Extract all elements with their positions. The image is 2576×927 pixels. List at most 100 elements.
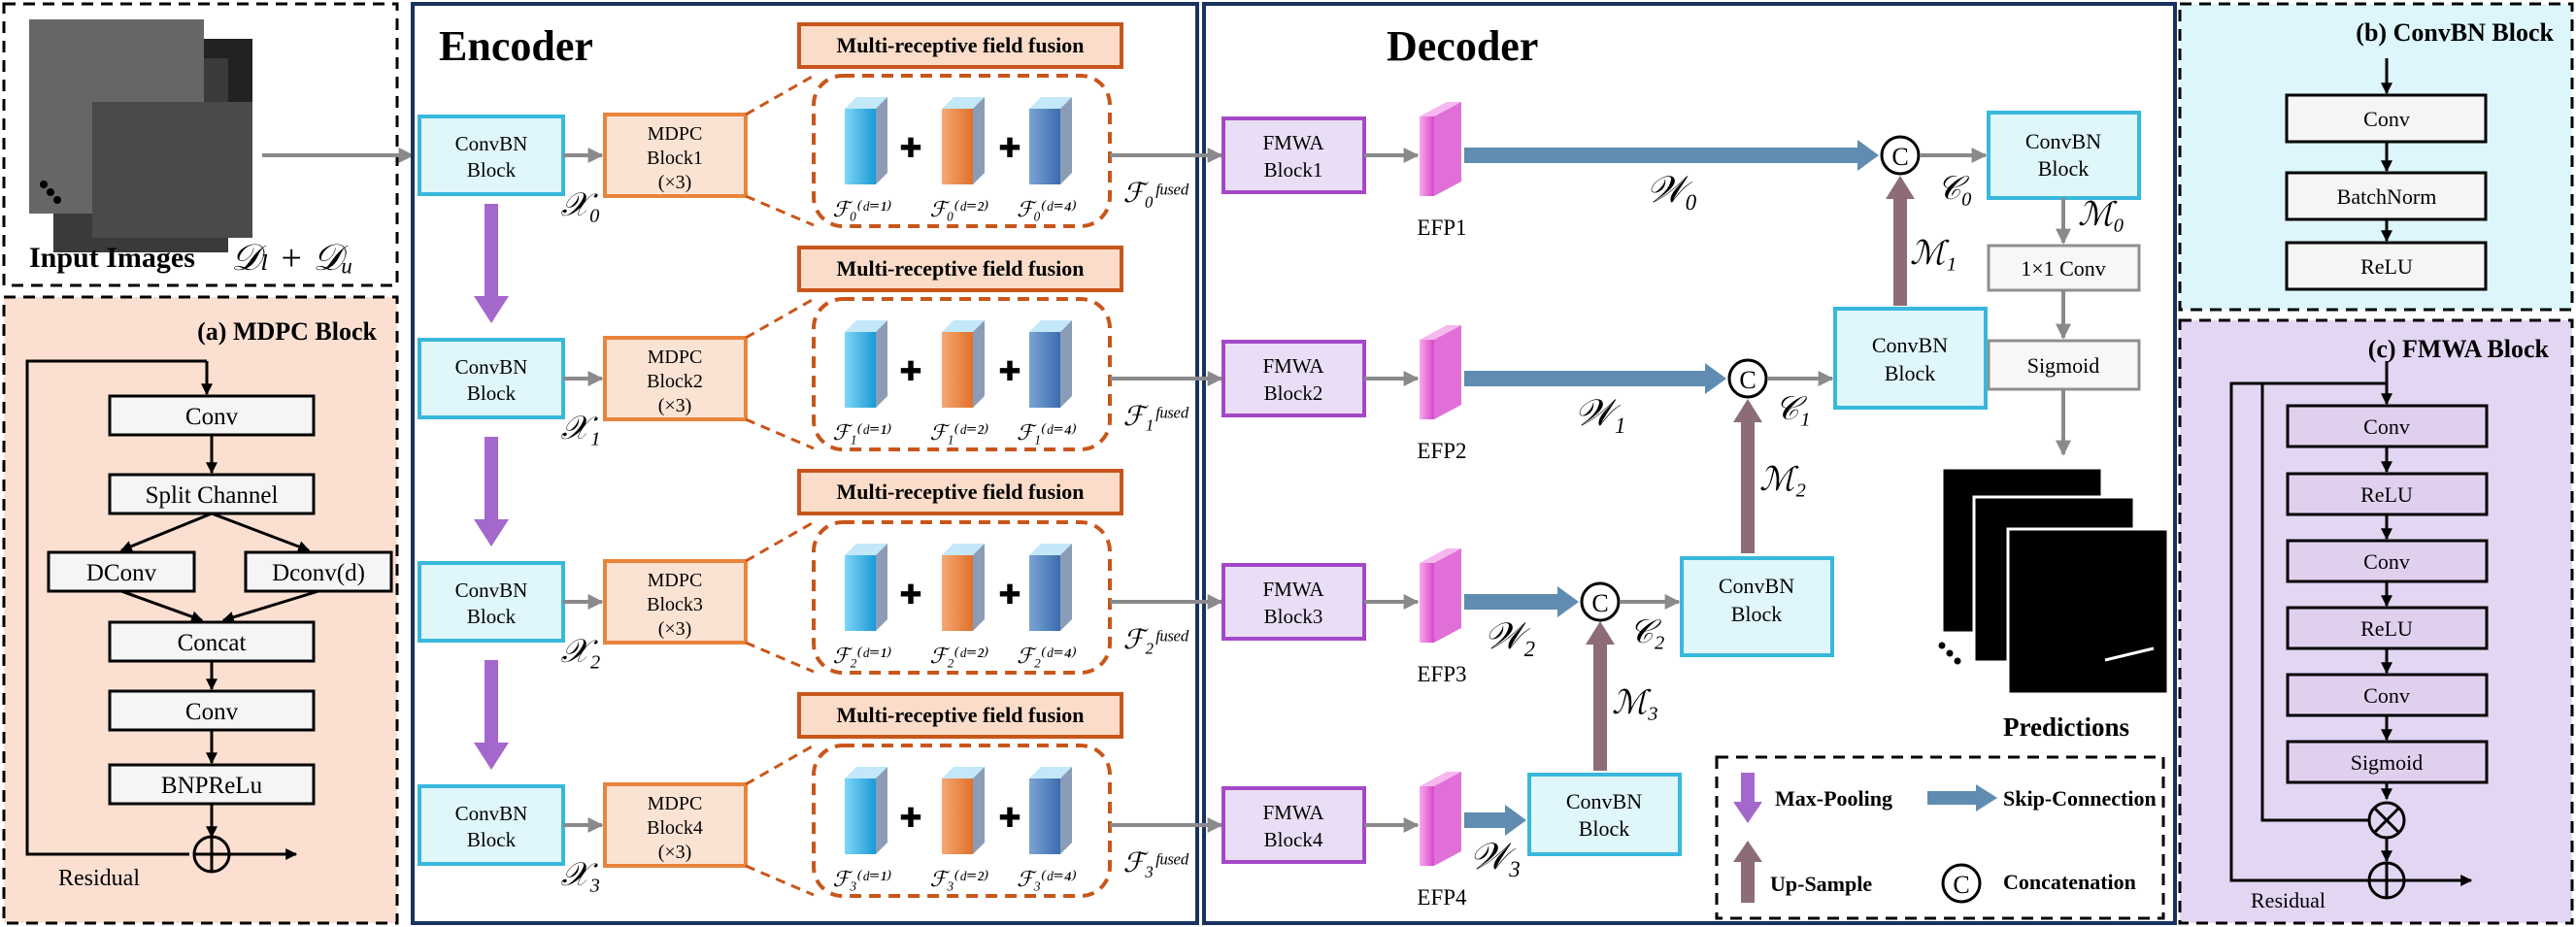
fmwa-block-title: (c) FMWA Block: [2368, 335, 2550, 363]
encoder-convbn-block-3: [418, 784, 565, 866]
row-2: ConvBNBlock𝒳₂MDPCBlock3(×3)Multi-recepti…: [418, 469, 1467, 686]
feature-cube-3-0: [845, 778, 876, 854]
x-label-0: 𝒳₀: [560, 187, 600, 223]
mdpc-conv2-label: Conv: [185, 699, 239, 725]
fusion-title-box-1: [797, 246, 1123, 292]
w-label-0: 𝒲₀: [1646, 170, 1697, 211]
feature-label-1-1: ℱ₁⁽ᵈ⁼²⁾: [930, 420, 989, 445]
plus-icon-2-1: ✚: [998, 580, 1020, 611]
row-3: ConvBNBlock𝒳₃MDPCBlock4(×3)Multi-recepti…: [418, 692, 1467, 910]
fusion-title-box-0: [797, 22, 1123, 69]
convbn-relu-label: ReLU: [2360, 254, 2413, 279]
row-0: ConvBNBlock𝒳₀MDPCBlock1(×3)Multi-recepti…: [418, 22, 1467, 240]
fmwa-0-l2: Block1: [1264, 158, 1323, 182]
fused-label-2: ℱ₂ᶠᵘˢᵉᵈ: [1123, 625, 1189, 655]
legend-upsample-label: Up-Sample: [1770, 872, 1872, 896]
m2-label: ℳ₂: [1759, 462, 1806, 498]
plus-icon-2-0: ✚: [899, 580, 921, 611]
concat-icon-c2: [1580, 581, 1621, 622]
legend-concat-symbol: C: [1953, 871, 1969, 899]
fusion-title-1: Multi-receptive field fusion: [837, 256, 1085, 281]
feature-cube-1-1: [942, 332, 973, 408]
m1-label: ℳ₁: [1910, 236, 1957, 272]
mdpc-residual-path: [25, 359, 207, 856]
c0-label: 𝒞₀: [1937, 171, 1973, 207]
fusion-container-3: [812, 744, 1112, 898]
feature-label-2-0: ℱ₂⁽ᵈ⁼¹⁾: [833, 644, 892, 668]
concat-icon-c0: [1880, 135, 1921, 176]
fusion-container-2: [812, 520, 1112, 675]
convbn-conv-box: [2285, 93, 2488, 144]
fmwa-layer-label-2: Conv: [2363, 549, 2410, 574]
x-label-3: 𝒳₃: [560, 857, 600, 893]
mdpc-block-0: [603, 113, 748, 198]
fmwa-layer-4: [2286, 673, 2489, 717]
feature-label-0-1: ℱ₀⁽ᵈ⁼²⁾: [930, 197, 989, 221]
feature-cube-1-0: [845, 332, 876, 408]
fusion-title-box-2: [797, 469, 1123, 515]
decoder-convbn-1-l2: Block: [1885, 361, 1936, 385]
efp-slab-1: [1420, 340, 1434, 419]
legend-skip-icon: [1976, 784, 1997, 811]
plus-icon-3-0: ✚: [899, 804, 921, 834]
decoder-fusion-path: C 𝒞₀ ConvBN Block ℳ₀ 1×1 Conv Sigmoid ℳ₁…: [1527, 111, 2141, 856]
feature-cube-3-1: [942, 778, 973, 854]
fusion-container-0: [812, 74, 1112, 228]
decoder-convbn-block-3: [1527, 773, 1682, 856]
encoder-convbn-0-l1: ConvBN: [455, 132, 528, 155]
concat-icon-c1: [1727, 358, 1768, 399]
feature-label-2-1: ℱ₂⁽ᵈ⁼²⁾: [930, 644, 989, 668]
fmwa-2-l2: Block3: [1264, 605, 1323, 628]
encoder-convbn-block-0: [418, 115, 565, 196]
fmwa-layer-label-0: Conv: [2363, 414, 2410, 439]
fmwa-layer-label-4: Conv: [2363, 683, 2410, 708]
sigmoid-box: [1987, 339, 2141, 391]
convbn-block-title: (b) ConvBN Block: [2356, 18, 2554, 47]
mdpc-block-1: [603, 336, 748, 421]
feature-cube-1-2: [1029, 332, 1060, 408]
fmwa-block-1: [1221, 340, 1366, 417]
fused-label-1: ℱ₁ᶠᵘˢᵉᵈ: [1123, 402, 1189, 432]
mdpc-0-l3: (×3): [658, 172, 692, 193]
mdpc-2-l2: Block3: [647, 594, 703, 615]
concat-c2-symbol: C: [1591, 589, 1608, 617]
legend-maxpool-label: Max-Pooling: [1775, 786, 1892, 811]
efp-label-2: EFP3: [1417, 662, 1466, 686]
x-label-1: 𝒳₁: [560, 411, 600, 447]
decoder-convbn-1-l1: ConvBN: [1872, 333, 1948, 357]
x-label-2: 𝒳₂: [560, 634, 600, 670]
feature-cube-2-0: [845, 555, 876, 631]
fusion-title-2: Multi-receptive field fusion: [837, 480, 1085, 504]
encoder-convbn-2-l2: Block: [467, 605, 517, 628]
plus-icon-1-0: ✚: [899, 357, 921, 387]
c1-label: 𝒞₁: [1775, 391, 1811, 427]
mdpc-3-l1: MDPC: [648, 793, 703, 814]
encoder-convbn-2-l1: ConvBN: [455, 579, 528, 602]
fmwa-skip-path: [2260, 381, 2387, 822]
efp-slab-0: [1420, 116, 1434, 196]
feature-label-3-0: ℱ₃⁽ᵈ⁼¹⁾: [833, 867, 892, 891]
feature-label-2-2: ℱ₂⁽ᵈ⁼⁴⁾: [1017, 644, 1077, 668]
mdpc-concat-label: Concat: [178, 630, 247, 656]
skip-connection-3: [1464, 812, 1507, 828]
legend-upsample-icon: [1733, 841, 1762, 862]
fmwa-block-2: [1221, 563, 1366, 641]
mdpc-conv-label: Conv: [185, 404, 239, 430]
efp-slab-3: [1420, 786, 1434, 866]
mdpc-block-title: (a) MDPC Block: [197, 317, 377, 346]
fmwa-3-l2: Block4: [1264, 828, 1323, 851]
fusion-title-3: Multi-receptive field fusion: [837, 703, 1085, 727]
mdpc-2-l1: MDPC: [648, 570, 703, 591]
concat-c1-symbol: C: [1739, 366, 1756, 394]
fusion-title-0: Multi-receptive field fusion: [837, 33, 1085, 57]
predictions-stack: Predictions: [1938, 466, 2170, 742]
mdpc-block-2: [603, 559, 748, 645]
feature-label-0-0: ℱ₀⁽ᵈ⁼¹⁾: [833, 197, 892, 221]
skip-connection-0: [1464, 148, 1859, 163]
m3-label: ℳ₃: [1612, 685, 1658, 721]
convbn-block-panel: (b) ConvBN Block Conv BatchNorm ReLU: [2178, 2, 2574, 312]
efp-label-0: EFP1: [1417, 215, 1466, 240]
fusion-container-1: [812, 297, 1112, 451]
row-1: ConvBNBlock𝒳₁MDPCBlock2(×3)Multi-recepti…: [418, 246, 1467, 463]
